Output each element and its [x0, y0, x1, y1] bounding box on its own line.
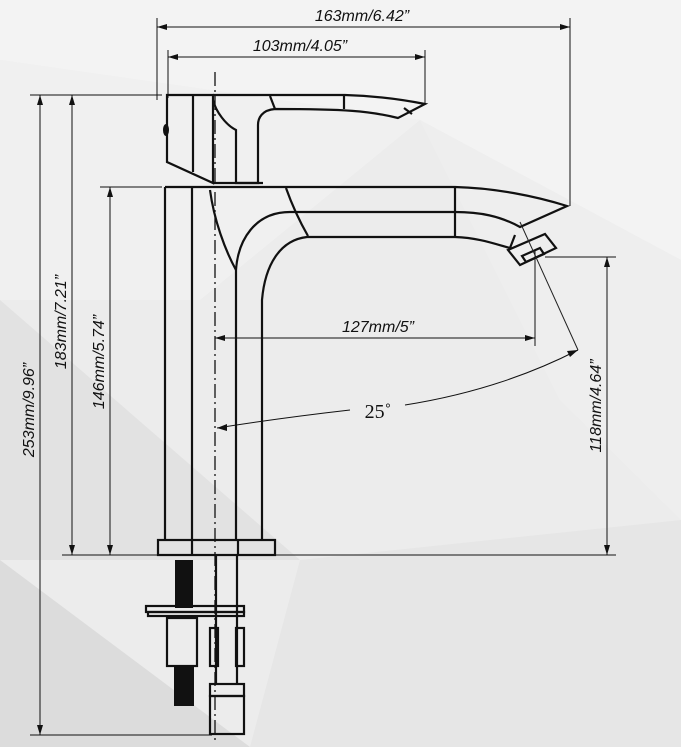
overall-width-label: 163mm/6.42”: [315, 8, 410, 25]
threaded-rod: [175, 560, 193, 608]
spout-top-height-label: 146mm/5.74”: [91, 314, 108, 409]
spout-angle-label: 25˚: [365, 401, 392, 423]
handle-reach-label: 103mm/4.05”: [253, 38, 348, 55]
total-height-label: 253mm/9.96”: [21, 362, 38, 458]
body-height-label: 183mm/7.21”: [53, 274, 70, 369]
spout-outlet-height-label: 118mm/4.64”: [588, 359, 605, 453]
dimension-lines: [30, 18, 616, 736]
faucet-drawing: [144, 93, 579, 736]
spout-reach-label: 127mm/5”: [342, 319, 415, 336]
arrowheads: [37, 24, 610, 735]
handle-screw-icon: [163, 124, 169, 136]
